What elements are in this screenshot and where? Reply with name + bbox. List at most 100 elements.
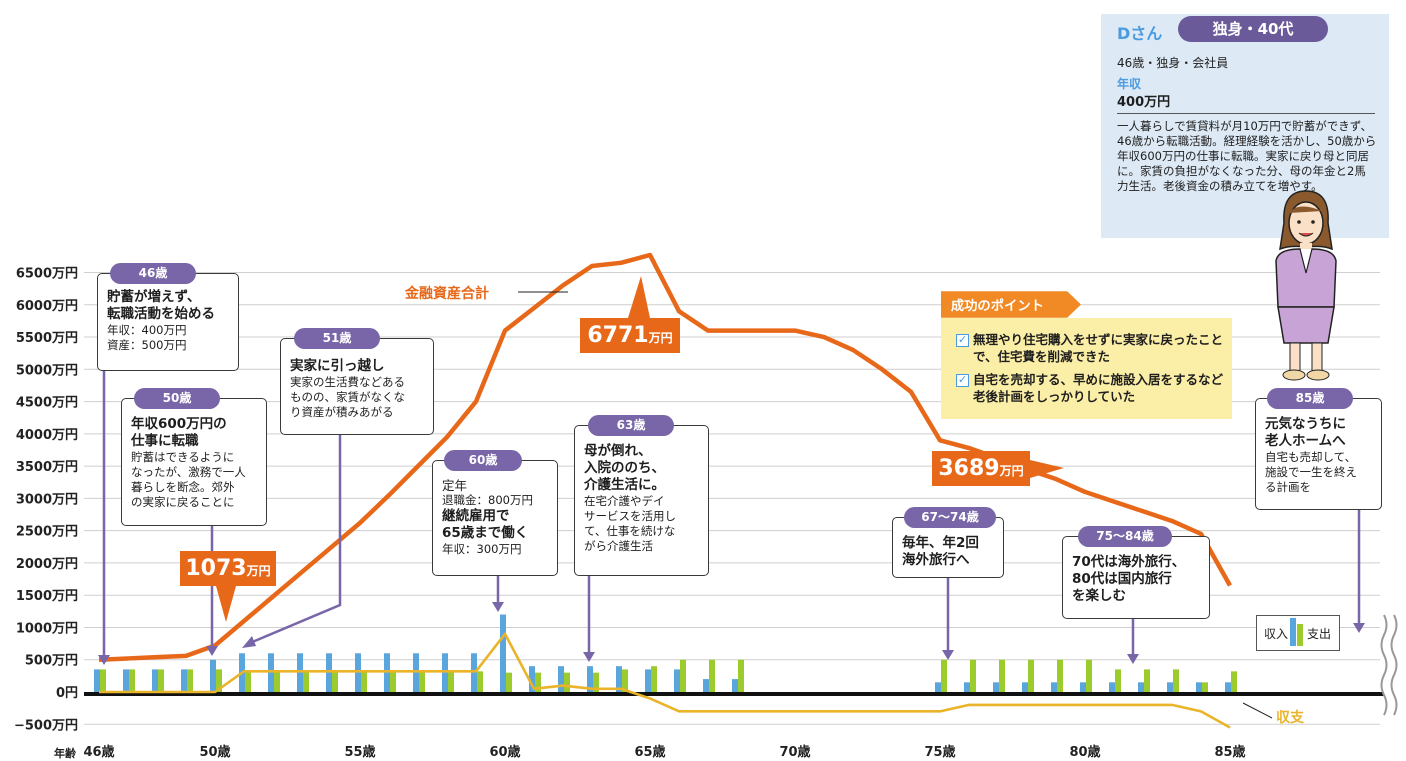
y-tick-label: 4500万円 (16, 396, 78, 411)
balance-label-leader (1242, 702, 1273, 719)
highlight-3689: 3689万円 (932, 451, 1030, 486)
callout-detail: 貯蓄はできるように なったが、激務で一人 暮らしを断念。郊外 の実家に戻ることに (131, 450, 246, 509)
y-tick-label: 2000万円 (16, 557, 78, 572)
highlight-pointer-1073 (216, 586, 236, 622)
x-axis-title: 年齢 (54, 747, 76, 760)
income-bar (94, 669, 100, 692)
expense-bar (738, 659, 744, 692)
callout-heading: 年収600万円の 仕事に転職 (131, 416, 227, 449)
callout-heading: 貯蓄が増えず、 転職活動を始める (107, 289, 215, 322)
y-tick-label: 1500万円 (16, 589, 78, 604)
income-bar (964, 682, 970, 692)
expense-bar (187, 669, 193, 692)
income-bar (123, 669, 129, 692)
income-bar (703, 679, 709, 692)
income-bar (1022, 682, 1028, 692)
callout-heading: 継続雇用で 65歳まで働く (442, 508, 529, 541)
profile-income-label: 年収 (1117, 77, 1142, 91)
callout-detail: 年収：400万円 資産：500万円 (107, 323, 187, 352)
success-point-2: 自宅を売却する、早めに施設入居をするなど老後計画をしっかりしていた (973, 372, 1224, 404)
expense-bar (593, 672, 599, 692)
expense-bar (680, 659, 686, 692)
highlight-pointer-3689 (1030, 460, 1064, 478)
success-points-header: 成功のポイント (941, 291, 1081, 318)
legend-expense-label: 支出 (1307, 627, 1332, 641)
axis-break-mark (1390, 614, 1398, 716)
y-tick-label: 6000万円 (16, 299, 78, 314)
success-points-title: 成功のポイント (951, 297, 1044, 314)
income-bar (210, 659, 216, 692)
pointer-arrowhead (98, 655, 110, 665)
expense-bar (506, 672, 512, 692)
x-tick-label: 65歳 (634, 744, 665, 760)
age-tag-50: 50歳 (134, 388, 220, 409)
expense-bar (419, 671, 425, 692)
income-bar (935, 682, 941, 692)
expense-bar (1115, 669, 1121, 692)
expense-bar (129, 669, 135, 692)
legend-income-swatch (1290, 618, 1296, 646)
income-bar (558, 666, 564, 692)
pointer-arrowhead (942, 650, 954, 660)
callout-age-63: 母が倒れ、 入院ののち、 介護生活に。 在宅介護やデイ サービスを活用し て、仕… (574, 425, 709, 576)
highlight-value: 6771 (587, 323, 649, 348)
callout-detail: 実家の生活費などある ものの、家賃がなくな り資産が積みあがる (290, 375, 405, 419)
pointer-arrowhead (1353, 623, 1365, 633)
profile-badge: 独身・40代 (1178, 16, 1328, 42)
expense-bar (332, 671, 338, 692)
x-tick-label: 80歳 (1069, 744, 1100, 760)
pointer-arrowhead (583, 652, 595, 662)
highlight-unit: 万円 (999, 464, 1024, 478)
callout-detail: 年収：300万円 (442, 542, 522, 556)
callout-heading: 母が倒れ、 入院ののち、 介護生活に。 (584, 443, 665, 493)
income-bar (1196, 682, 1202, 692)
expense-bar (216, 669, 222, 692)
y-tick-label: 4000万円 (16, 428, 78, 443)
expense-bar (448, 671, 454, 692)
callout-age-50: 年収600万円の 仕事に転職 貯蓄はできるように なったが、激務で一人 暮らしを… (121, 398, 267, 526)
expense-bar (1028, 659, 1034, 692)
income-bar (1109, 682, 1115, 692)
expense-bar (245, 671, 251, 692)
age-tag-46: 46歳 (110, 263, 196, 284)
x-tick-label: 50歳 (199, 744, 230, 760)
expense-bar (1086, 659, 1092, 692)
income-bar (616, 666, 622, 692)
income-bar (181, 669, 187, 692)
callout-age-60: 定年 退職金：800万円 継続雇用で 65歳まで働く 年収：300万円 (432, 460, 558, 576)
profile-income-value: 400万円 (1117, 95, 1171, 110)
callout-heading-pre: 定年 (442, 478, 468, 493)
balance-line (99, 632, 1231, 729)
pointer-arrowhead (1127, 654, 1139, 664)
callout-pointers (98, 371, 1365, 665)
callout-heading: 70代は海外旅行、 80代は国内旅行 を楽しむ (1072, 554, 1186, 604)
age-tag-67-74: 67〜74歳 (904, 507, 996, 528)
highlight-unit: 万円 (648, 331, 673, 345)
legend: 収入 支出 (1256, 615, 1340, 651)
callout-age-51: 実家に引っ越し 実家の生活費などある ものの、家賃がなくな り資産が積みあがる (280, 338, 434, 435)
x-tick-label: 60歳 (489, 744, 520, 760)
success-points-box: 成功のポイント ✓ 無理やり住宅購入をせずに実家に戻ったことで、住宅費を削減でき… (941, 291, 1232, 419)
profile-name: Dさん (1117, 24, 1163, 43)
age-tag-85: 85歳 (1267, 388, 1353, 409)
highlight-value: 1073 (185, 556, 247, 581)
income-bar (993, 682, 999, 692)
income-bar (1167, 682, 1173, 692)
income-bar (645, 669, 651, 692)
income-bar (1051, 682, 1057, 692)
expense-bar (651, 666, 657, 692)
check-icon: ✓ (956, 333, 969, 347)
highlight-value: 3689 (938, 456, 1000, 481)
highlight-pointer-6771 (628, 276, 650, 318)
expense-bar (999, 659, 1005, 692)
pointer-arrowhead (206, 646, 218, 656)
expense-bar (1202, 682, 1208, 692)
income-bar (587, 666, 593, 692)
pointer-arrowhead (242, 636, 256, 648)
expense-bar (361, 671, 367, 692)
x-tick-label: 46歳 (83, 744, 114, 760)
y-tick-label: 5500万円 (16, 331, 78, 346)
y-axis-labels: −500万円0円500万円1000万円1500万円2000万円2500万円300… (14, 266, 78, 733)
expense-bar (303, 671, 309, 692)
